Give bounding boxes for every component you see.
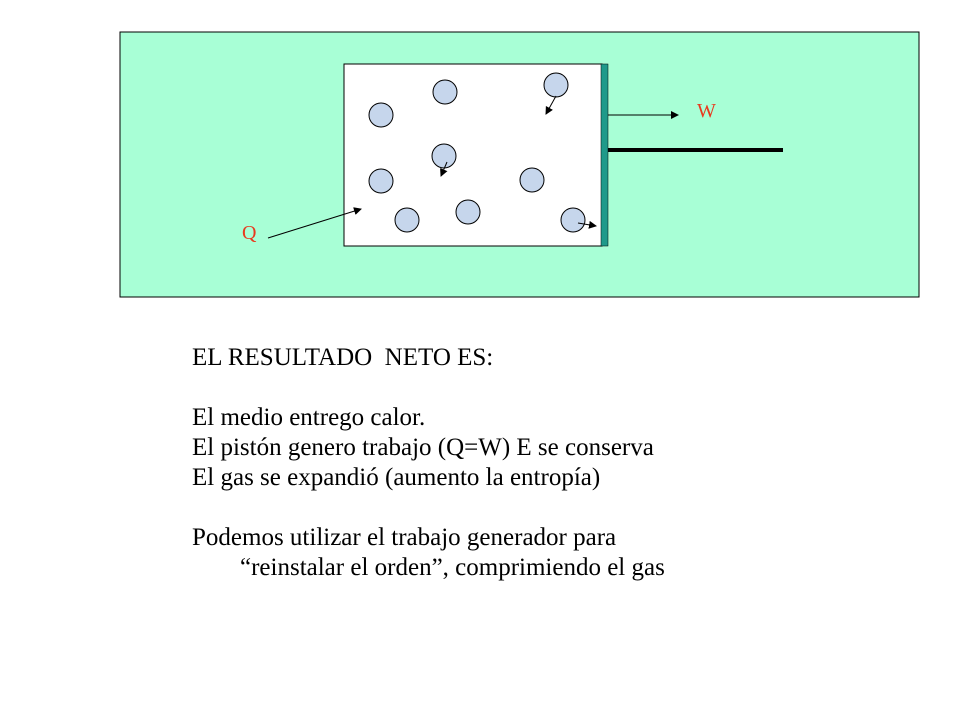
conclusion-line: El pistón genero trabajo (Q=W) E se cons… <box>192 434 654 461</box>
conclusion-line: El medio entrego calor. <box>192 404 426 431</box>
gas-molecule <box>368 102 394 128</box>
spacer <box>192 373 912 403</box>
velocity-arrow <box>545 95 557 115</box>
thermodynamics-diagram: Q W <box>119 31 920 298</box>
velocity-arrow <box>577 220 597 229</box>
gas-molecule <box>455 199 481 225</box>
gas-molecule <box>543 72 569 98</box>
velocity-arrow <box>440 161 448 177</box>
gas-molecule <box>519 167 545 193</box>
conclusion-heading: EL RESULTADO NETO ES: <box>192 344 494 371</box>
work-label: W <box>697 100 716 122</box>
gas-molecule <box>431 143 457 169</box>
gas-molecule <box>432 79 458 105</box>
gas-molecule <box>368 168 394 194</box>
heat-label: Q <box>242 222 257 244</box>
gas-molecule <box>560 207 586 233</box>
gas-molecule <box>394 207 420 233</box>
gas-molecules <box>368 72 586 233</box>
conclusion-line: Podemos utilizar el trabajo generador pa… <box>192 524 617 551</box>
heat-arrow <box>267 207 362 239</box>
conclusion-line: “reinstalar el orden”, comprimiendo el g… <box>240 554 665 581</box>
spacer <box>192 493 912 523</box>
piston <box>600 63 609 247</box>
conclusion-text: EL RESULTADO NETO ES: El medio entrego c… <box>192 343 912 583</box>
conclusion-line: El gas se expandió (aumento la entropía) <box>192 464 601 491</box>
